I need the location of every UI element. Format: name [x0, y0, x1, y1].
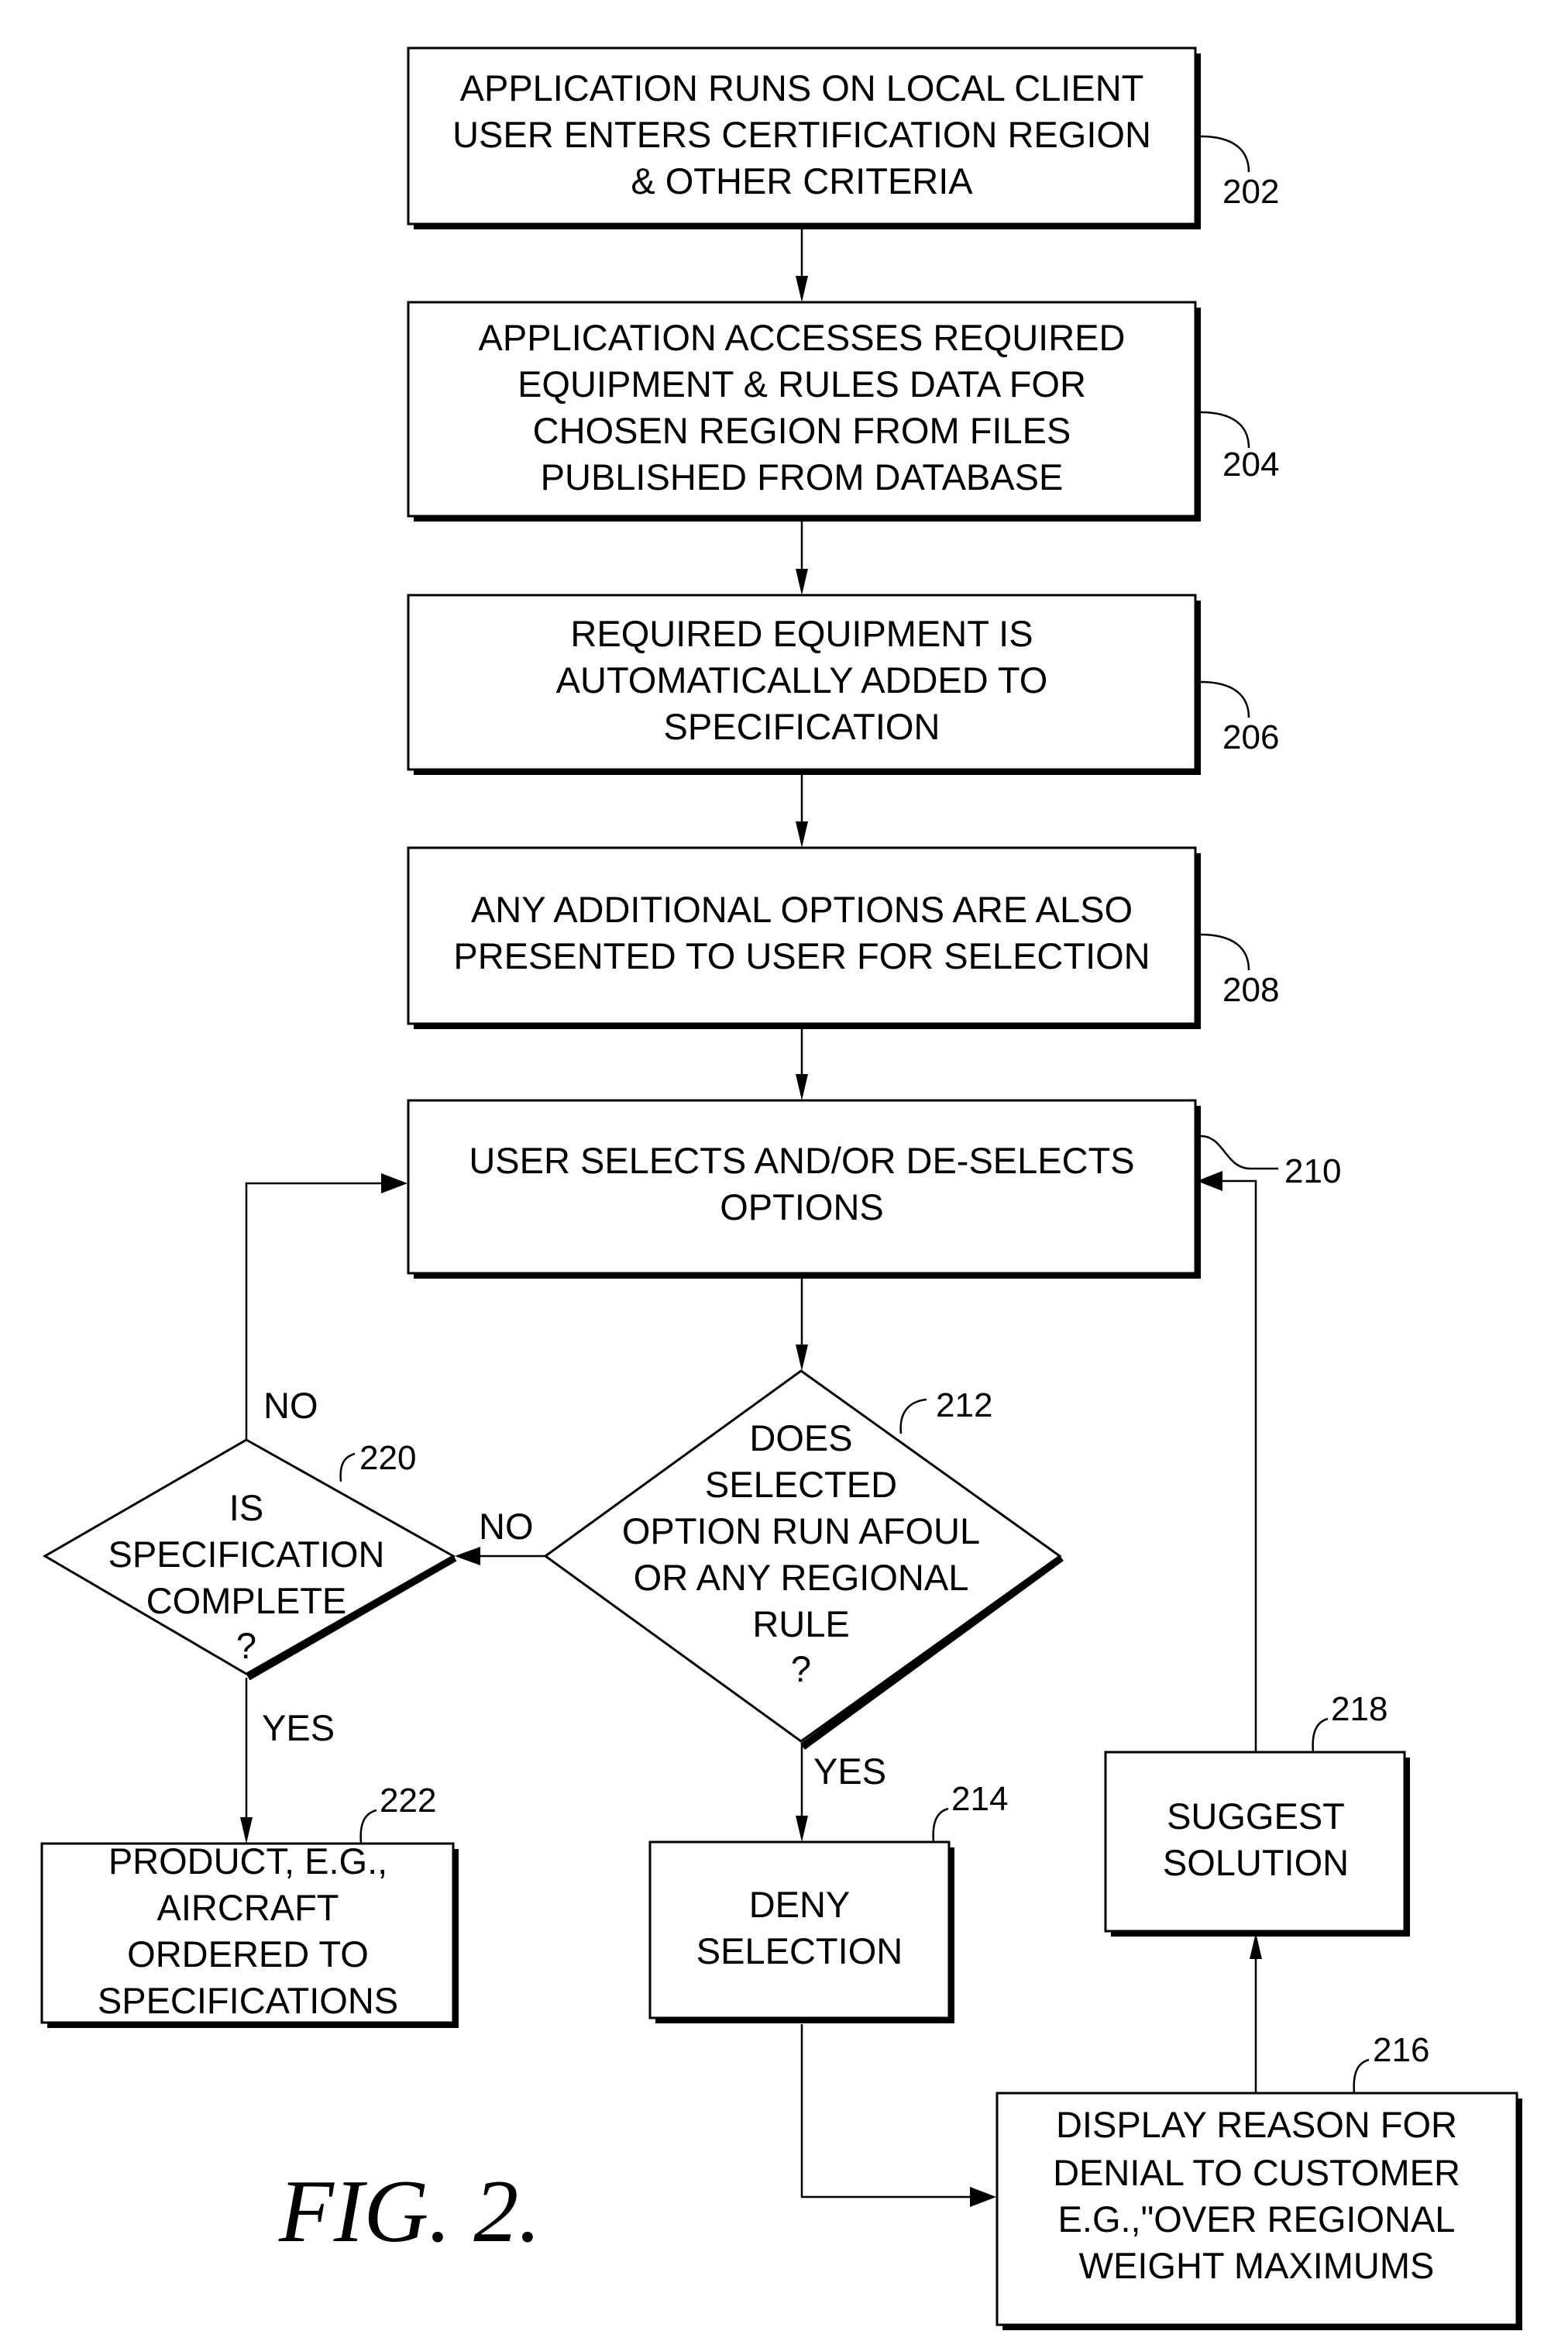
step-218-line-1: SUGGEST: [1167, 1796, 1345, 1837]
step-210-box: USER SELECTS AND/OR DE-SELECTS OPTIONS 2…: [408, 1100, 1341, 1279]
step-208-line-1: ANY ADDITIONAL OPTIONS ARE ALSO: [471, 889, 1133, 930]
edge-214-216: [802, 2024, 984, 2197]
step-214-ref: 214: [951, 1780, 1008, 1818]
step-214-line-2: SELECTION: [696, 1930, 903, 1971]
leader-220: [341, 1454, 355, 1482]
decision-212-line-3: OPTION RUN AFOUL: [622, 1510, 980, 1551]
step-204-line-3: CHOSEN REGION FROM FILES: [533, 410, 1071, 451]
step-202-line-1: APPLICATION RUNS ON LOCAL CLIENT: [460, 67, 1144, 108]
step-210-line-1: USER SELECTS AND/OR DE-SELECTS: [469, 1140, 1134, 1181]
decision-212-line-4: OR ANY REGIONAL: [634, 1557, 969, 1598]
step-222-line-1: PRODUCT, E.G.,: [108, 1840, 387, 1882]
decision-220-line-2: SPECIFICATION: [108, 1534, 385, 1575]
leader-206: [1201, 682, 1249, 718]
arrowhead: [970, 2187, 996, 2207]
arrowhead: [1250, 1933, 1262, 1959]
decision-220-line-4: ?: [236, 1625, 256, 1666]
decision-220-ref: 220: [359, 1439, 416, 1477]
step-202-line-2: USER ENTERS CERTIFICATION REGION: [452, 114, 1151, 155]
step-222-line-3: ORDERED TO: [127, 1933, 369, 1975]
step-206-box: REQUIRED EQUIPMENT IS AUTOMATICALLY ADDE…: [408, 595, 1279, 775]
step-208-line-2: PRESENTED TO USER FOR SELECTION: [453, 935, 1150, 976]
leader-210: [1201, 1136, 1278, 1169]
decision-212-line-1: DOES: [749, 1417, 852, 1458]
step-214-box: DENY SELECTION 214: [650, 1780, 1008, 2023]
decision-212-line-5: RULE: [752, 1603, 849, 1644]
step-216-box: DISPLAY REASON FOR DENIAL TO CUSTOMER E.…: [997, 2031, 1522, 2330]
step-202-ref: 202: [1222, 173, 1279, 211]
arrowhead: [796, 821, 808, 848]
step-216-line-4: WEIGHT MAXIMUMS: [1079, 2245, 1435, 2286]
step-216-line-2: DENIAL TO CUSTOMER: [1053, 2152, 1460, 2193]
step-218-line-2: SOLUTION: [1163, 1842, 1349, 1883]
leader-208: [1201, 935, 1249, 970]
leader-216: [1354, 2060, 1369, 2093]
step-218-ref: 218: [1331, 1690, 1387, 1728]
edge-218-210: [1209, 1181, 1256, 1752]
arrowhead: [240, 1817, 253, 1844]
step-202-box: APPLICATION RUNS ON LOCAL CLIENT USER EN…: [408, 48, 1279, 229]
step-222-line-4: SPECIFICATIONS: [98, 1980, 398, 2021]
step-210-line-2: OPTIONS: [720, 1186, 884, 1227]
step-210-ref: 210: [1284, 1152, 1341, 1190]
arrowhead: [796, 569, 808, 595]
leader-214: [934, 1809, 948, 1842]
arrowhead: [796, 1345, 808, 1371]
leader-202: [1201, 136, 1249, 172]
step-222-line-2: AIRCRAFT: [157, 1887, 339, 1928]
step-204-box: APPLICATION ACCESSES REQUIRED EQUIPMENT …: [408, 302, 1279, 522]
step-216-line-1: DISPLAY REASON FOR: [1056, 2104, 1457, 2145]
step-216-ref: 216: [1373, 2031, 1429, 2069]
leader-204: [1201, 412, 1249, 448]
leader-222: [361, 1810, 377, 1844]
step-204-line-1: APPLICATION ACCESSES REQUIRED: [479, 317, 1126, 358]
edge-label-220-yes: YES: [262, 1707, 335, 1748]
figure-label: FIG. 2.: [278, 2162, 541, 2261]
decision-220-line-3: COMPLETE: [146, 1580, 347, 1621]
edge-label-220-no: NO: [263, 1385, 318, 1426]
decision-212-diamond: DOES SELECTED OPTION RUN AFOUL OR ANY RE…: [545, 1371, 1061, 1747]
decision-220-line-1: IS: [229, 1487, 263, 1528]
arrowhead: [381, 1173, 407, 1193]
step-214-line-1: DENY: [749, 1884, 851, 1925]
decision-212-line-6: ?: [791, 1648, 811, 1689]
arrowhead: [796, 276, 808, 302]
step-204-line-2: EQUIPMENT & RULES DATA FOR: [518, 363, 1086, 405]
step-218-box: SUGGEST SOLUTION 218: [1106, 1690, 1410, 1937]
decision-220-diamond: IS SPECIFICATION COMPLETE ? 220: [45, 1439, 455, 1677]
arrowhead: [455, 1547, 480, 1565]
step-202-line-3: & OTHER CRITERIA: [631, 160, 973, 201]
edge-label-212-no: NO: [479, 1506, 534, 1547]
step-208-ref: 208: [1222, 971, 1279, 1009]
step-204-line-4: PUBLISHED FROM DATABASE: [541, 456, 1064, 498]
leader-212: [901, 1400, 927, 1434]
arrowhead: [796, 1074, 808, 1100]
step-222-ref: 222: [380, 1782, 436, 1820]
decision-212-line-2: SELECTED: [705, 1464, 897, 1505]
leader-218: [1313, 1719, 1328, 1752]
edge-label-212-yes: YES: [813, 1751, 886, 1792]
step-206-line-2: AUTOMATICALLY ADDED TO: [556, 659, 1048, 701]
step-216-line-3: E.G.,"OVER REGIONAL: [1058, 2198, 1456, 2240]
decision-212-ref: 212: [936, 1386, 992, 1424]
step-204-ref: 204: [1222, 446, 1279, 484]
step-208-box: ANY ADDITIONAL OPTIONS ARE ALSO PRESENTE…: [408, 848, 1279, 1029]
step-206-ref: 206: [1222, 718, 1279, 756]
step-206-line-1: REQUIRED EQUIPMENT IS: [570, 613, 1033, 654]
step-206-line-3: SPECIFICATION: [664, 706, 940, 747]
arrowhead: [796, 1816, 808, 1842]
